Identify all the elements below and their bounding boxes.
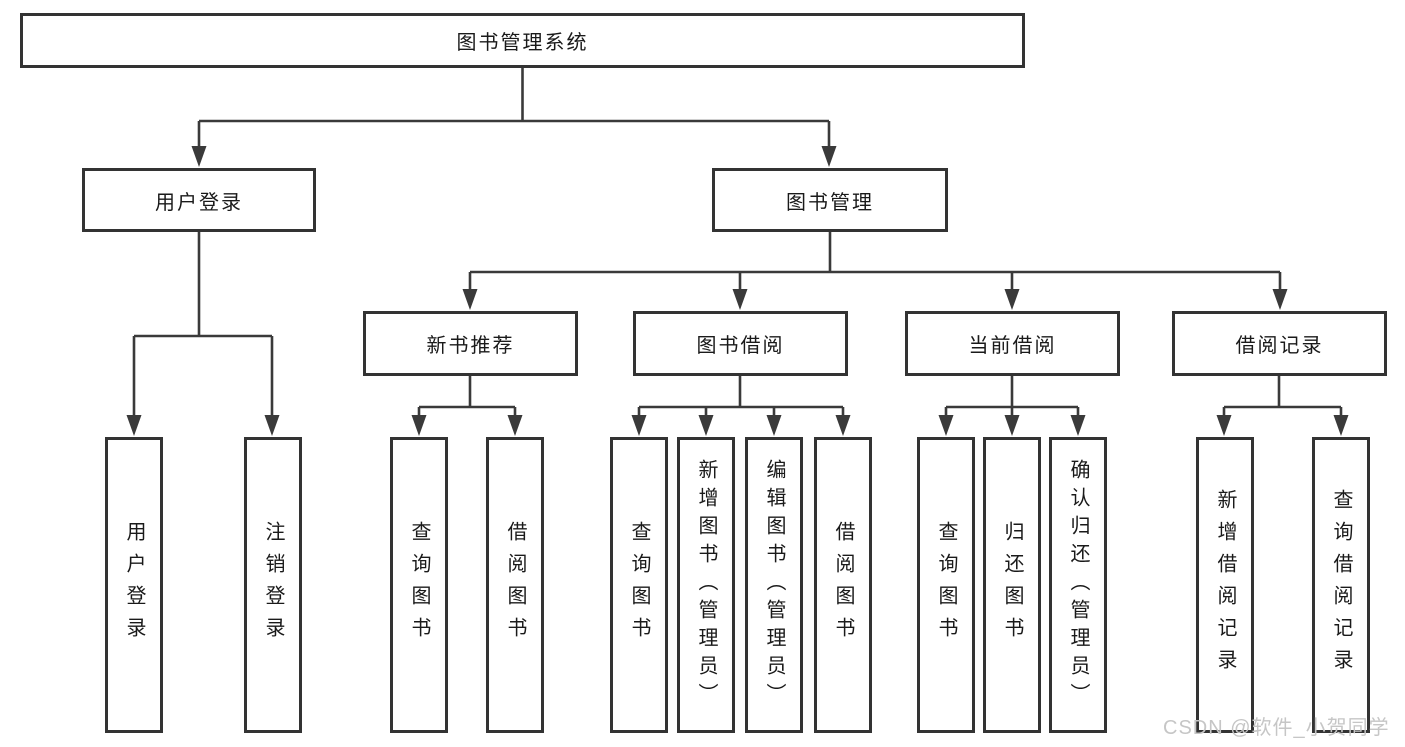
node-label: 当前借阅 (968, 335, 1057, 357)
node-label: 新书推荐 (426, 335, 515, 357)
node-label: 借阅记录 (1235, 335, 1324, 357)
connector-current-borrow-branch (938, 376, 1086, 436)
node-new-book-recommend: 新书推荐 (363, 311, 578, 376)
leaf-confirm-return-admin: 确认归还（管理员） (1049, 437, 1107, 733)
leaf-add-books-admin: 新增图书（管理员） (677, 437, 735, 733)
node-book-borrow: 图书借阅 (633, 311, 848, 376)
node-library-management-system: 图书管理系统 (20, 13, 1025, 68)
leaf-user-login: 用户登录 (105, 437, 163, 733)
node-borrow-records: 借阅记录 (1172, 311, 1387, 376)
connector-borrow-records-branch (1216, 376, 1349, 436)
leaf-query-books-current: 查询图书 (917, 437, 975, 733)
connector-new-book-recommend-branch (411, 376, 523, 436)
leaf-query-books-recommend: 查询图书 (390, 437, 448, 733)
leaf-label: 归还图书 (1001, 521, 1023, 649)
leaf-label: 借阅图书 (832, 521, 854, 649)
leaf-label: 借阅图书 (504, 521, 526, 649)
leaf-label: 确认归还（管理员） (1067, 459, 1089, 711)
connector-user-login-branch (126, 232, 280, 436)
leaf-label: 查询图书 (935, 521, 957, 649)
leaf-logout: 注销登录 (244, 437, 302, 733)
leaf-label: 查询借阅记录 (1330, 489, 1352, 681)
node-user-login: 用户登录 (82, 168, 316, 232)
leaf-label: 查询图书 (628, 521, 650, 649)
leaf-add-borrow-record: 新增借阅记录 (1196, 437, 1254, 733)
leaf-query-borrow-record: 查询借阅记录 (1312, 437, 1370, 733)
leaf-label: 编辑图书（管理员） (763, 459, 785, 711)
node-label: 图书管理系统 (456, 32, 589, 54)
leaf-borrow-books-recommend: 借阅图书 (486, 437, 544, 733)
node-current-borrow: 当前借阅 (905, 311, 1120, 376)
csdn-watermark: CSDN @软件_小贺同学 (1163, 717, 1390, 739)
leaf-label: 新增借阅记录 (1214, 489, 1236, 681)
connector-book-management-branch (462, 232, 1288, 310)
leaf-label: 查询图书 (408, 521, 430, 649)
connector-book-borrow-branch (631, 376, 851, 436)
node-label: 图书借阅 (696, 335, 785, 357)
leaf-label: 新增图书（管理员） (695, 459, 717, 711)
leaf-edit-books-admin: 编辑图书（管理员） (745, 437, 803, 733)
leaf-label: 用户登录 (123, 521, 145, 649)
leaf-borrow-books: 借阅图书 (814, 437, 872, 733)
connector-root-to-level2 (191, 68, 837, 167)
node-label: 用户登录 (155, 191, 243, 214)
node-label: 图书管理 (786, 191, 874, 214)
leaf-label: 注销登录 (262, 521, 284, 649)
leaf-return-books: 归还图书 (983, 437, 1041, 733)
node-book-management: 图书管理 (712, 168, 948, 232)
leaf-query-books-borrow: 查询图书 (610, 437, 668, 733)
